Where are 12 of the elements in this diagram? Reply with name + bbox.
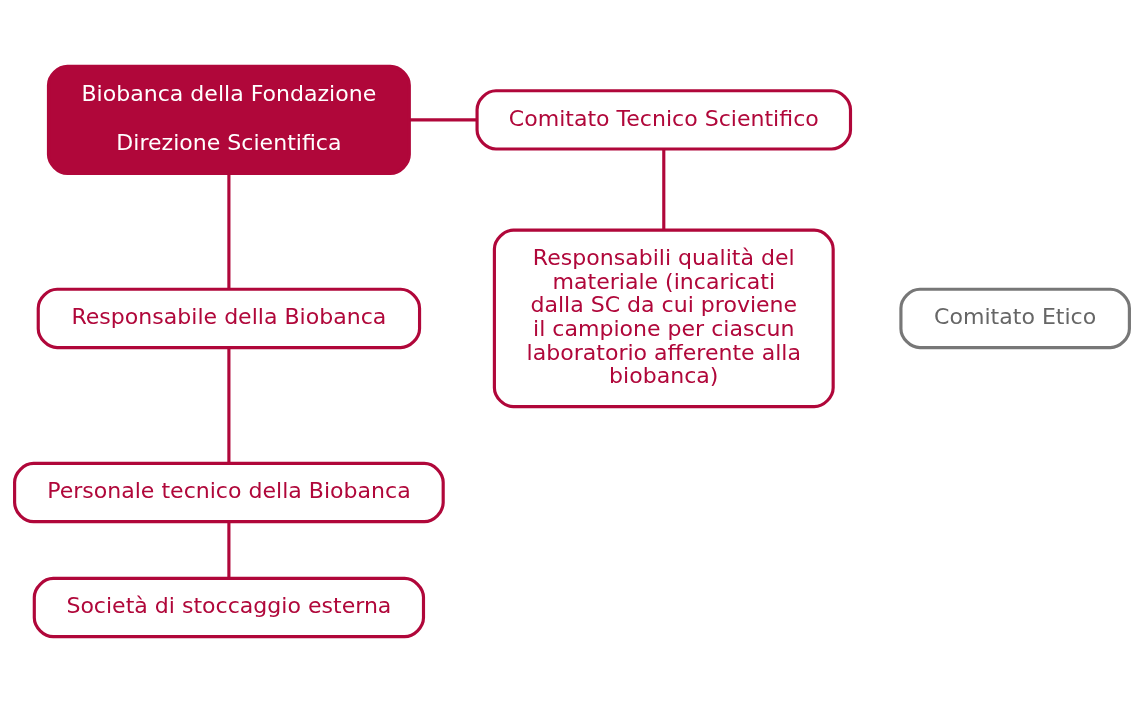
connector: [227, 347, 231, 463]
connector: [227, 173, 231, 290]
connector: [662, 149, 666, 231]
node-box: Personale tecnico della Biobanca: [13, 461, 445, 524]
node-box: Biobanca della Fondazione Direzione Scientifica: [46, 64, 411, 176]
node-box: Comitato Etico: [899, 287, 1131, 350]
node-box: Società di stoccaggio esterna: [32, 576, 426, 639]
node-box: Responsabile della Biobanca: [36, 287, 422, 350]
node-box: Comitato Tecnico Scientifico: [475, 89, 853, 151]
connector: [227, 522, 231, 578]
connector: [409, 118, 477, 122]
node-box: Responsabili qualità del materiale (incaricati dalla SC da cui proviene il campione per ciascun laboratorio afferente alla biobanca): [492, 228, 835, 409]
